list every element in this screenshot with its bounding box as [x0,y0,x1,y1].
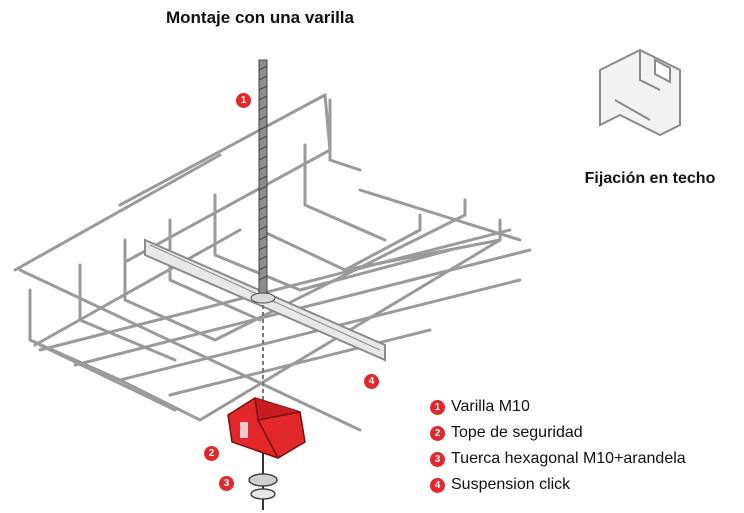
legend-item: 3 Tuerca hexagonal M10+arandela [430,446,686,472]
callout-badge-1: 1 [236,93,251,108]
tray-near-rail-bottom [33,228,242,347]
callout-4: 4 [364,374,385,389]
threaded-rod [250,59,276,510]
legend-label: Suspension click [451,476,571,493]
ceiling-fixing-clip [599,48,681,137]
legend-label: Tuerca hexagonal M10+arandela [451,450,686,467]
legend-label: Varilla M10 [451,398,530,415]
ceiling-fixing-label: Fijación en techo [584,170,716,187]
tray-far-rail-bottom [123,148,332,264]
safety-stop [227,397,306,459]
callout-1: 1 [236,93,257,108]
tray-near-rail-top [13,153,222,272]
tray-far-rail-top [118,93,327,207]
legend-item: 2 Tope de seguridad [430,420,686,446]
callout-badge-3: 3 [219,476,234,491]
legend-item: 1 Varilla M10 [430,394,686,420]
legend: 1 Varilla M10 2 Tope de seguridad 3 Tuer… [430,394,686,498]
callout-2: 2 [204,446,225,461]
legend-item: 4 Suspension click [430,472,686,498]
legend-number: 2 [430,425,445,441]
legend-number: 1 [430,399,445,415]
diagram-title: Montaje con una varilla [166,8,354,27]
hex-nut-washer [248,473,278,500]
legend-number: 3 [430,451,445,467]
callout-3: 3 [219,476,240,491]
callout-badge-4: 4 [364,374,379,389]
legend-number: 4 [430,477,445,493]
legend-label: Tope de seguridad [451,424,583,441]
callout-badge-2: 2 [204,446,219,461]
